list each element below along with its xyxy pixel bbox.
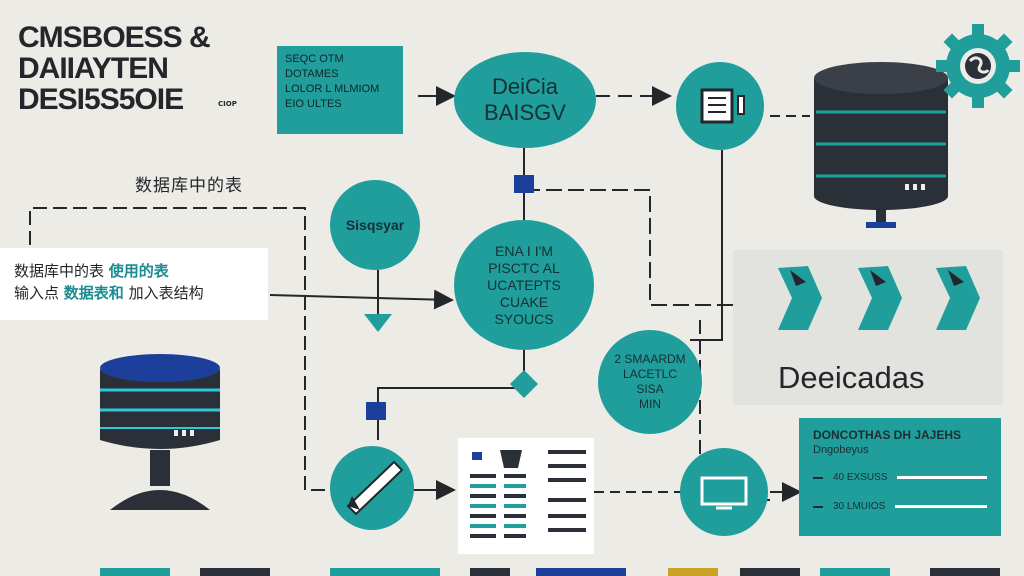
node-mid-right: 2 SMAARDM LACETLC SISA MIN [598, 330, 702, 434]
connector [269, 289, 454, 310]
connector [524, 189, 764, 315]
info-box-subtitle: Dngobeyus [813, 444, 869, 456]
monitor-node [680, 448, 768, 536]
node-center: ENA I I'M PISCTC AL UCATEPTS CUAKE SYOUC… [454, 220, 594, 350]
legend-item: LOLOR L MLMIOM [285, 83, 380, 95]
database-icon [814, 62, 948, 228]
node-center-line: CUAKE [499, 293, 549, 310]
title-line: DESI5S5OIE [18, 83, 184, 116]
connector [377, 345, 525, 440]
text-panel-text: 加入表结构 [128, 284, 204, 302]
connector [690, 150, 723, 341]
connector [29, 207, 330, 491]
node-top-line: DeiCia [491, 74, 559, 99]
legend-item: DOTAMES [285, 68, 339, 80]
node-mid-line: 2 SMAARDM [614, 352, 686, 366]
text-panel-line: 输入点 数据表和 加入表结构 [14, 282, 254, 304]
table-panel [458, 438, 594, 554]
edit-node [330, 446, 414, 530]
info-row-text: 40 EXSUSS [833, 472, 888, 483]
connector-node [366, 402, 386, 420]
info-row: 30 LMUIOS [813, 501, 987, 512]
node-center-line: ENA I I'M [495, 242, 553, 259]
legend-item: SEQC OTM [285, 53, 344, 65]
info-box-title: DONCOTHAS DH JAJEHS [813, 428, 962, 442]
title-line: CMSBOESS & [18, 21, 211, 54]
info-row: 40 EXSUSS [813, 472, 987, 483]
destinations-label: Deeicadas [778, 360, 925, 395]
node-top-line: BAISGV [484, 100, 566, 125]
row-dash [813, 505, 823, 508]
section-label: 数据库中的表 [135, 176, 243, 196]
node-mid-line: SISA [636, 382, 664, 396]
info-row-text: 30 LMUIOS [833, 501, 886, 512]
bottom-strip [100, 568, 1000, 576]
text-panel-line: 数据库中的表 使用的表 [14, 260, 254, 282]
node-center-line: PISCTC AL [488, 259, 560, 276]
node-center-line: UCATEPTS [487, 276, 561, 293]
diagram-title: CMSBOESS & DAIIAYTEN DESI5S5OIE [18, 21, 211, 116]
tiny-label: CIOP [218, 100, 237, 108]
document-node [676, 62, 764, 150]
legend-box: SEQC OTM DOTAMES LOLOR L MLMIOM EIO ULTE… [277, 46, 403, 134]
connector-node [514, 175, 534, 193]
chevron-icons [778, 266, 980, 330]
text-panel-text: 数据库中的表 [14, 262, 105, 280]
diamond-marker-icon [510, 370, 538, 398]
database-icon [100, 354, 220, 510]
text-panel-highlight: 使用的表 [108, 262, 169, 280]
node-top: DeiCia BAISGV [454, 52, 596, 148]
legend-item: EIO ULTES [285, 98, 342, 110]
arrow-down-icon [364, 314, 392, 332]
row-dash [813, 476, 823, 479]
row-bar [895, 505, 987, 508]
node-center-line: SYOUCS [494, 310, 554, 327]
info-box: DONCOTHAS DH JAJEHS Dngobeyus 40 EXSUSS … [799, 418, 1001, 536]
node-mid-line: MIN [639, 397, 661, 411]
row-bar [897, 476, 987, 479]
title-line: DAIIAYTEN [18, 52, 169, 85]
text-panel: 数据库中的表 使用的表 输入点 数据表和 加入表结构 [0, 248, 268, 320]
text-panel-text: 输入点 [14, 284, 60, 302]
node-mid-line: LACETLC [622, 367, 678, 381]
text-panel-highlight: 数据表和 [63, 284, 124, 302]
node-left: Sisqsyar [330, 180, 420, 270]
gear-icon [936, 24, 1020, 108]
